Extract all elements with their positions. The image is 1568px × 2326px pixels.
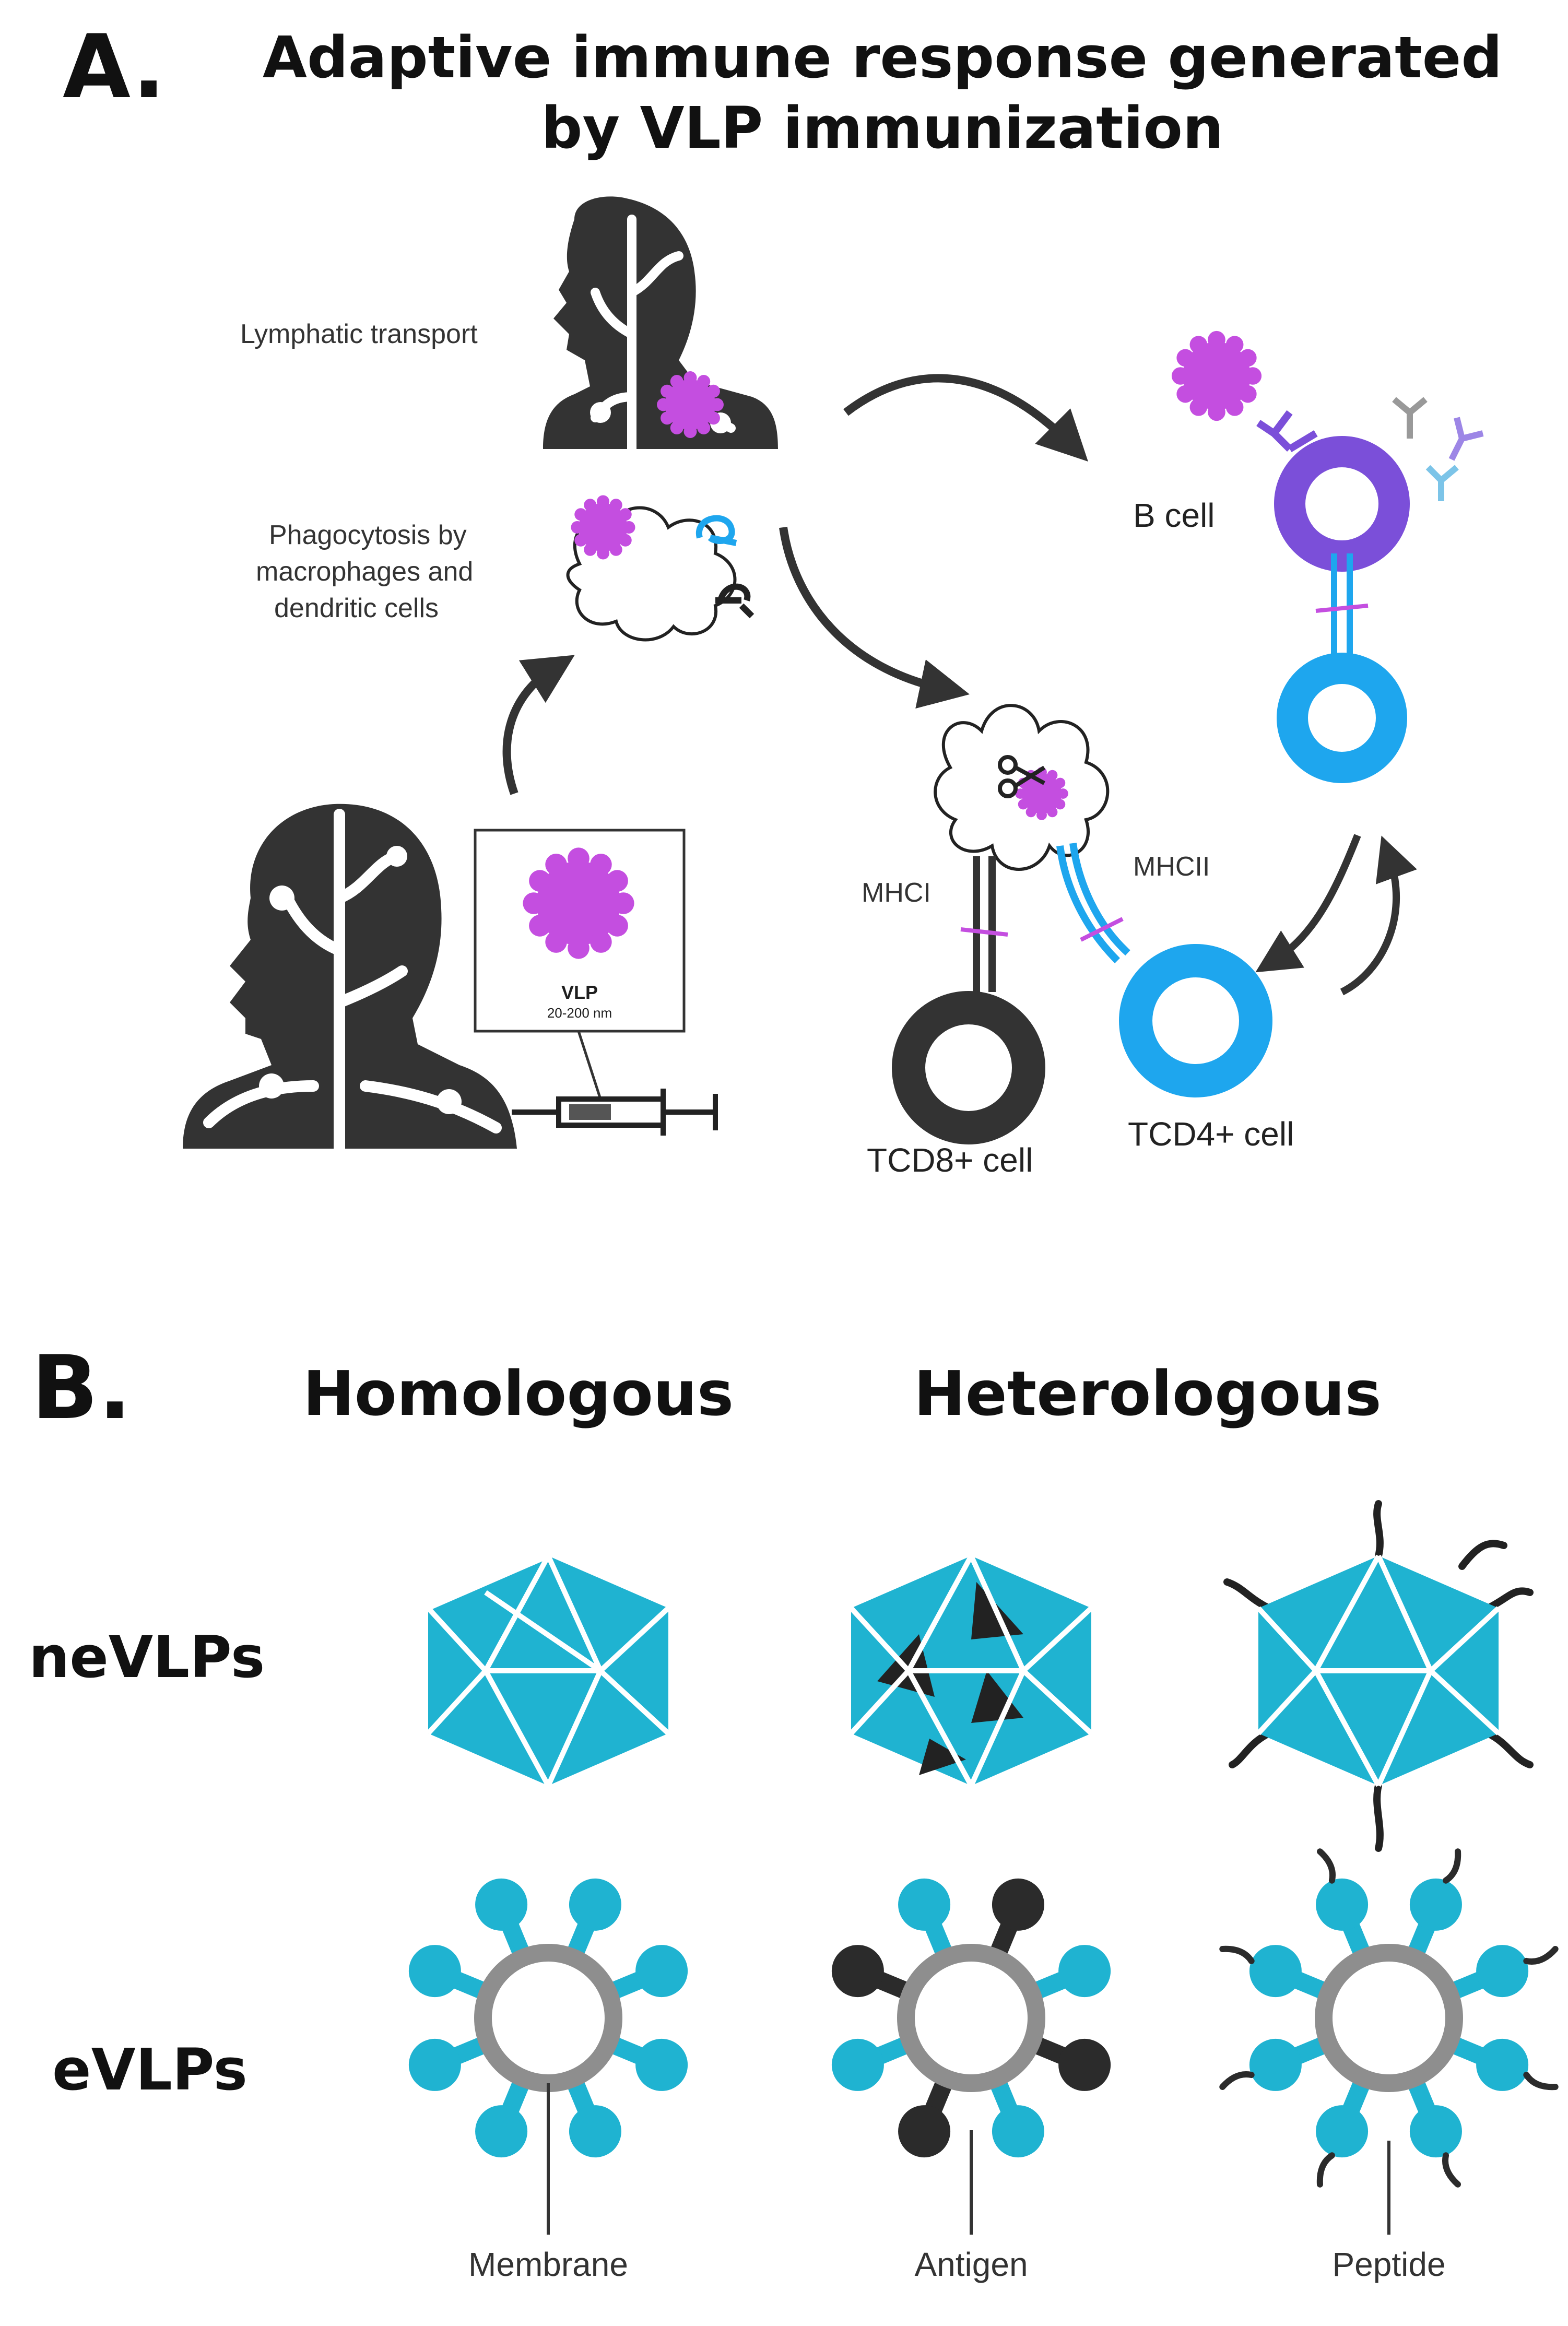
receptor-blue-small (695, 515, 737, 546)
evlp-membrane (474, 1944, 622, 2092)
evlp-spike-head (992, 2105, 1044, 2158)
vlp-particle-bcell (1171, 330, 1262, 421)
b-cell-receptor (1256, 410, 1318, 453)
evlp-spike-head (569, 2105, 621, 2158)
evlp-spike-head (1316, 2105, 1369, 2158)
panel-b-letter: B. (31, 1337, 132, 1439)
evlp-spike-head (1409, 2105, 1462, 2158)
label-phagocytosis-3: dendritic cells (274, 593, 439, 623)
receptor-dark-small (715, 583, 754, 619)
evlp-spike-head (1058, 1945, 1111, 1998)
label-lymphatic-transport: Lymphatic transport (240, 319, 478, 349)
arrow-injection-to-phago (502, 655, 575, 795)
evlp-peptide (1219, 1945, 1255, 1964)
b-cell (1274, 436, 1410, 572)
tcd8-cell (892, 991, 1045, 1144)
nevlp-homologous-capsid (426, 1553, 670, 1787)
label-vlp: VLP (561, 982, 598, 1003)
head-silhouette-small (543, 196, 778, 454)
evlp-spike-head (831, 2038, 884, 2091)
head-silhouette-large (183, 804, 517, 1154)
mhci-receptor (973, 856, 996, 992)
evlp-spike-head (992, 1878, 1044, 1931)
evlp-peptide (1316, 1848, 1336, 1884)
arrow-tcd4-to-bcell (1340, 835, 1417, 996)
label-phagocytosis-2: macrophages and (256, 557, 474, 587)
evlp-heterologous-antigen (831, 1878, 1111, 2158)
evlp-spike-head (408, 1945, 461, 1998)
evlp-spike-head (1476, 2038, 1529, 2091)
evlp-peptide (1219, 2071, 1255, 2091)
arrow-bcell-to-tcd4 (1255, 834, 1361, 973)
tcd4-cell (1119, 944, 1272, 1097)
scissors-icon (998, 755, 1046, 798)
evlp-spike-head (1476, 1945, 1529, 1998)
row-evlps: eVLPs (52, 2036, 247, 2103)
antibodies-icon (1392, 397, 1484, 501)
label-b-cell: B cell (1133, 497, 1215, 534)
caption-antigen: Antigen (914, 2246, 1028, 2283)
t-cell-helper-upper (1277, 653, 1407, 783)
panel-a-title-line1: Adaptive immune response generated (262, 24, 1503, 91)
evlp-spike-head (475, 1878, 528, 1931)
evlp-spike-head (1249, 2038, 1302, 2091)
evlp-spike-head (475, 2105, 528, 2158)
label-vlp-size: 20-200 nm (547, 1005, 612, 1021)
panel-a-title-line2: by VLP immunization (541, 95, 1224, 161)
evlp-spike-head (898, 2105, 951, 2158)
column-heterologous: Heterologous (914, 1357, 1382, 1430)
evlp-spike-head (408, 2038, 461, 2091)
evlp-peptide (1316, 2152, 1335, 2188)
evlp-membrane (1315, 1944, 1463, 2092)
nevlp-heterologous-capsid-antigen (849, 1554, 1093, 1787)
evlp-spike-head (1409, 1878, 1462, 1931)
evlp-membrane (897, 1944, 1045, 2092)
arrow-lymph-to-bcell (843, 374, 1088, 462)
label-mhci: MHCI (862, 878, 931, 908)
arrow-phago-to-apc (779, 526, 970, 709)
column-homologous: Homologous (303, 1357, 734, 1430)
evlp-peptide (1442, 2152, 1461, 2188)
label-mhcii: MHCII (1133, 852, 1210, 882)
evlp-spike-head (1249, 1945, 1302, 1998)
caption-peptide: Peptide (1332, 2246, 1446, 2283)
label-tcd4-cell: TCD4+ cell (1128, 1115, 1294, 1153)
evlp-peptide (1523, 2072, 1559, 2091)
evlp-heterologous-peptide (1219, 1848, 1559, 2188)
evlp-peptide (1523, 1945, 1559, 1965)
evlp-homologous (408, 1878, 688, 2158)
evlp-spike-head (569, 1878, 621, 1931)
caption-membrane: Membrane (468, 2246, 628, 2283)
evlp-spike-head (1316, 1878, 1369, 1931)
evlp-spike-head (831, 1945, 884, 1998)
syringe-icon (512, 1089, 718, 1136)
label-phagocytosis-1: Phagocytosis by (269, 520, 467, 550)
evlp-spike-head (635, 1945, 688, 1998)
mhcii-receptor (1056, 843, 1130, 963)
evlp-spike-head (635, 2038, 688, 2091)
panel-a-letter: A. (63, 16, 166, 118)
row-nevlps: neVLPs (29, 1624, 265, 1691)
evlp-spike-head (898, 1878, 951, 1931)
evlp-peptide (1443, 1848, 1461, 1884)
evlp-spike-head (1058, 2038, 1111, 2091)
nevlp-heterologous-capsid-peptide (1223, 1500, 1534, 1852)
label-tcd8-cell: TCD8+ cell (867, 1141, 1033, 1179)
